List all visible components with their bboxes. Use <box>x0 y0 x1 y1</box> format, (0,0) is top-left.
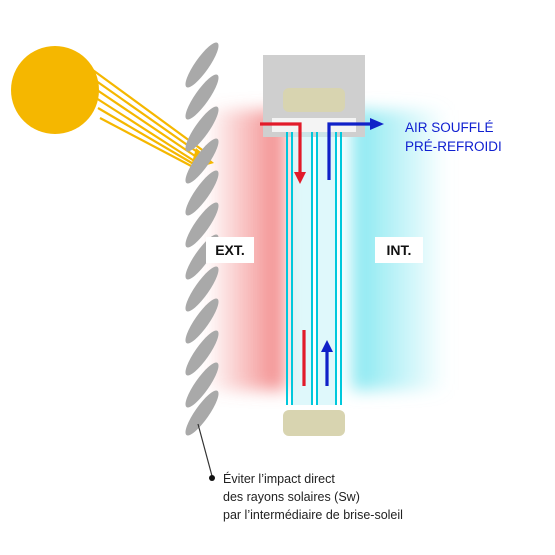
glazing <box>286 132 342 405</box>
cool-air-outflow-arrow <box>327 122 372 180</box>
cool-air-arrowhead <box>370 118 384 130</box>
louver <box>185 74 219 120</box>
louver <box>185 362 219 408</box>
louver <box>185 390 219 436</box>
cavity-glow <box>318 132 335 405</box>
hot-air-arrowhead <box>294 172 306 184</box>
note-line1: Éviter l’impact direct <box>223 471 335 486</box>
louver <box>185 106 219 152</box>
window-head-inner <box>283 88 345 112</box>
louver <box>185 138 219 184</box>
ext-label-box <box>206 237 254 263</box>
sun-icon <box>11 46 99 134</box>
note-line3: par l’intermédiaire de brise-soleil <box>223 508 403 522</box>
sun-rays <box>89 67 206 169</box>
window-sill-frame <box>283 410 345 436</box>
bottom-circulation-arrow <box>302 330 329 388</box>
cavity-glow <box>293 132 311 405</box>
louver <box>185 170 219 216</box>
callout-dot <box>209 475 215 481</box>
hot-air-inflow-arrow <box>260 122 302 175</box>
int-label-box <box>375 237 423 263</box>
brise-soleil-louvers <box>185 42 219 436</box>
ext-label: EXT. <box>215 242 245 258</box>
head-vent-slot <box>272 118 356 132</box>
louver <box>185 202 219 248</box>
louver <box>185 42 219 88</box>
louver <box>185 298 219 344</box>
note-line2: des rayons solaires (Sw) <box>223 490 360 504</box>
air-label-line1: AIR SOUFFLÉ <box>405 120 494 135</box>
air-label-line2: PRÉ-REFROIDI <box>405 139 502 154</box>
int-label: INT. <box>387 242 412 258</box>
callout-leader-line <box>197 423 213 477</box>
louver <box>185 266 219 312</box>
bottom-circulation-arrowhead <box>321 340 333 352</box>
louver <box>185 330 219 376</box>
